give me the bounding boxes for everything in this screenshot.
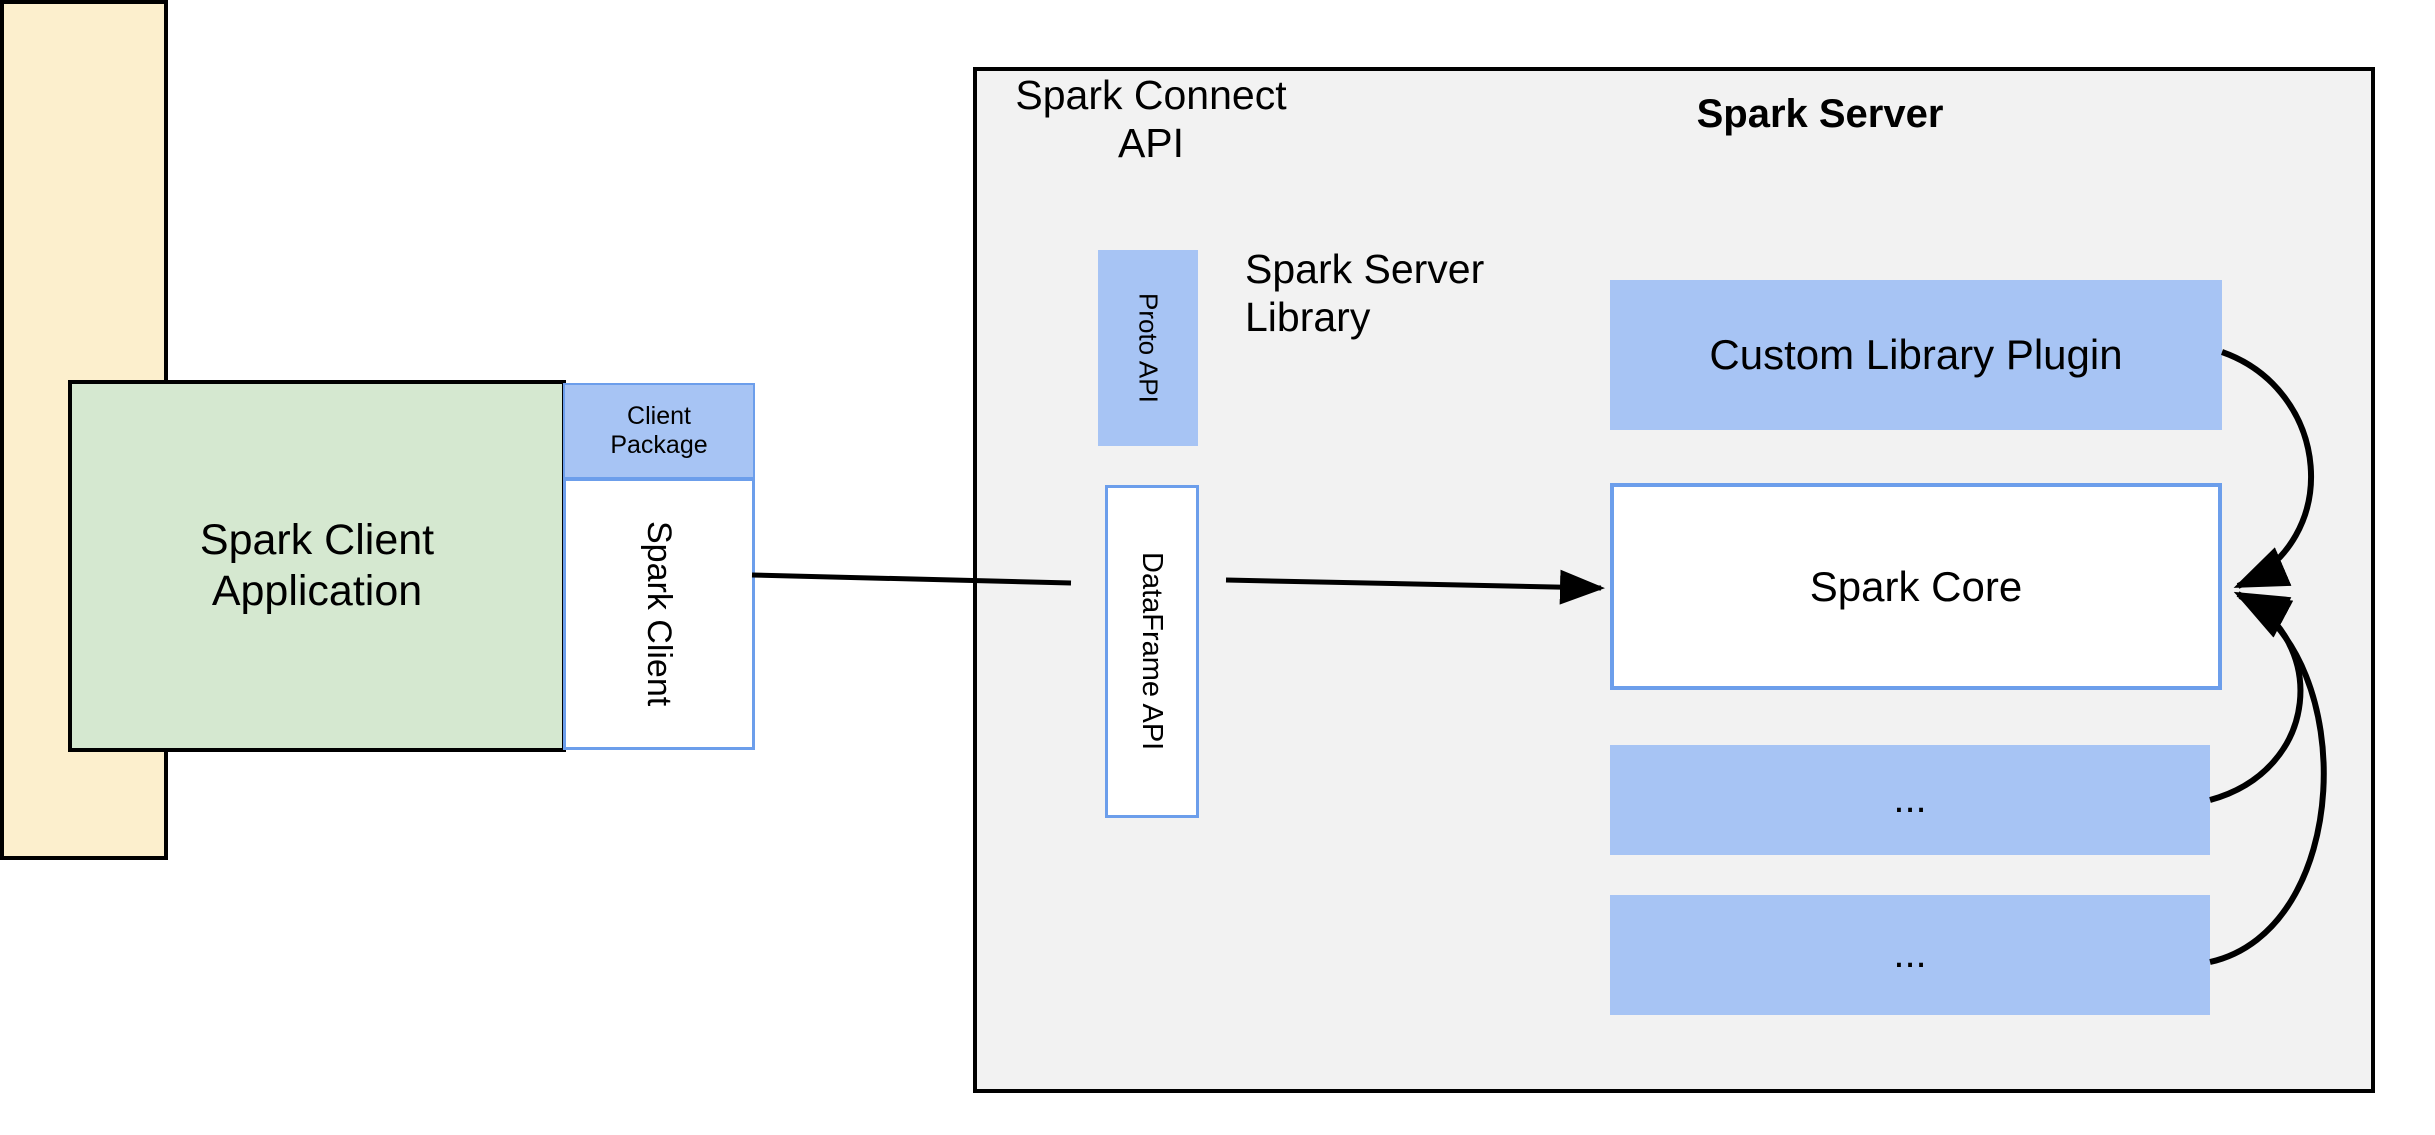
spark-core-box[interactable]: Spark Core [1610, 483, 2222, 690]
spark-client-box[interactable]: Spark Client [563, 478, 755, 750]
server-component-ellipsis-label-2: ... [1893, 932, 1927, 977]
client-package-label: Client Package [610, 401, 708, 460]
spark-server-library-label: Spark Server Library [1245, 245, 1485, 340]
spark-client-application-box[interactable]: Spark Client Application [68, 380, 566, 752]
spark-client-application-label: Spark Client Application [199, 516, 435, 615]
server-component-ellipsis-label-1: ... [1893, 777, 1927, 822]
dataframe-api-box[interactable]: DataFrame API [1105, 485, 1199, 818]
spark-client-label: Spark Client [640, 521, 679, 707]
proto-api-label: Proto API [1133, 293, 1164, 403]
spark-server-title: Spark Server [1696, 92, 1944, 137]
spark-core-label: Spark Core [1809, 562, 2023, 610]
dataframe-api-label: DataFrame API [1136, 552, 1169, 751]
custom-library-plugin-box[interactable]: Custom Library Plugin [1610, 280, 2222, 430]
custom-library-plugin-label: Custom Library Plugin [1709, 331, 2123, 379]
client-package-box[interactable]: Client Package [563, 383, 755, 479]
server-component-ellipsis-box-2[interactable]: ... [1610, 895, 2210, 1015]
proto-api-box[interactable]: Proto API [1098, 250, 1198, 446]
spark-connect-api-label: Spark Connect API [1015, 71, 1287, 166]
server-component-ellipsis-box-1[interactable]: ... [1610, 745, 2210, 855]
